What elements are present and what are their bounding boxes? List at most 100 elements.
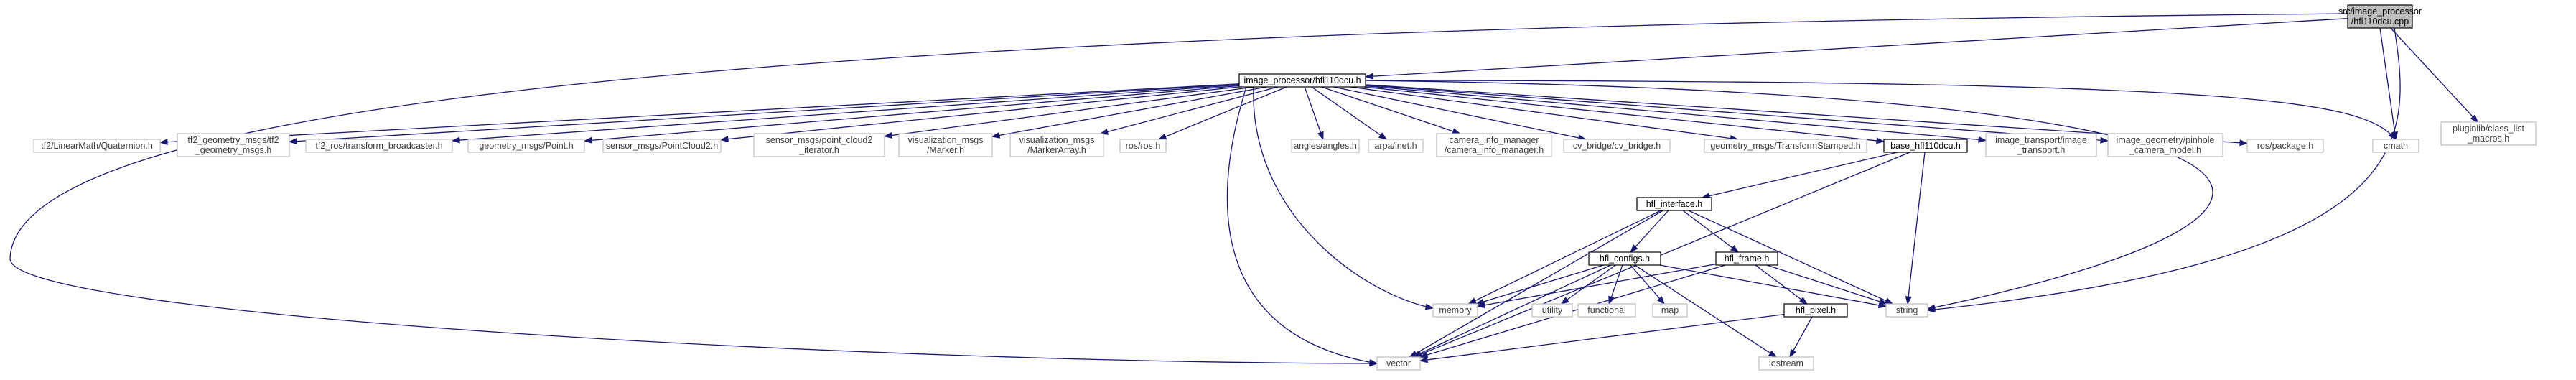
node-header[interactable]: image_processor/hfl110dcu.h — [1238, 73, 1366, 88]
node-cam_info: camera_info_manager/camera_info_manager.… — [1436, 133, 1552, 157]
node-hfl_pixel[interactable]: hfl_pixel.h — [1783, 303, 1848, 318]
edge-line — [991, 86, 1267, 137]
node-box — [2372, 139, 2419, 153]
edge-line — [1412, 264, 1611, 358]
edge-arrowhead — [1768, 350, 1778, 358]
edge-line — [452, 84, 1240, 142]
edge-hfl_configs-to-string — [1660, 264, 1887, 309]
edge-line — [1476, 264, 1604, 305]
node-label: cv_bridge/cv_bridge.h — [1573, 141, 1661, 151]
node-box — [1883, 139, 1968, 153]
edge-arrowhead — [883, 131, 893, 139]
node-ros: ros/ros.h — [1119, 139, 1167, 153]
node-box — [1704, 139, 1867, 153]
node-box — [1119, 139, 1167, 153]
node-box — [33, 139, 161, 153]
edge-root-to-header — [1364, 18, 2348, 80]
edge-line — [1630, 210, 1669, 253]
edge-header-to-quaternion — [159, 83, 1240, 146]
edge-header-to-img_transport — [1365, 85, 1987, 143]
node-box — [753, 133, 885, 157]
node-box — [1238, 73, 1366, 88]
edge-arrowhead — [288, 138, 297, 145]
node-label: tf2/LinearMath/Quaternion.h — [41, 141, 153, 151]
edge-header-to-string — [1365, 80, 2213, 311]
edge-arrowhead — [451, 136, 460, 144]
node-vector: vector — [1376, 356, 1421, 371]
node-box — [1291, 139, 1360, 153]
edge-hfl_configs-to-map — [1630, 264, 1666, 305]
edge-arrowhead — [1730, 245, 1740, 253]
node-label: src/image_processor — [2338, 6, 2422, 17]
edge-line — [1333, 86, 1586, 140]
node-box — [2440, 121, 2537, 146]
edge-header-to-base — [1363, 86, 1885, 144]
edge-arrowhead — [1798, 297, 1809, 305]
node-label: /hfl110dcu.cpp — [2351, 17, 2409, 27]
edge-line — [1702, 152, 1898, 198]
edge-arrowhead — [1560, 297, 1569, 305]
node-box — [1531, 303, 1573, 318]
node-box — [1758, 356, 1814, 371]
edge-hfl_frame-to-memory — [1476, 263, 1717, 309]
node-label: _iterator.h — [798, 145, 839, 155]
edge-arrowhead — [1467, 297, 1477, 305]
node-box — [898, 133, 993, 157]
edge-arrowhead — [1476, 302, 1486, 309]
edge-arrowhead — [583, 136, 592, 144]
node-label: tf2_ros/transform_broadcaster.h — [315, 141, 442, 151]
edge-arrowhead — [2239, 139, 2249, 147]
node-map: map — [1652, 303, 1688, 318]
node-box — [602, 139, 722, 153]
edge-line — [1688, 210, 1893, 305]
node-box — [1376, 356, 1421, 371]
edge-header-to-tf_broadcaster — [451, 84, 1240, 144]
node-box — [1436, 133, 1552, 157]
edge-arrowhead — [1419, 351, 1429, 358]
edge-line — [1419, 313, 1785, 361]
node-label: hfl_configs.h — [1600, 254, 1650, 264]
edge-hfl_configs-to-memory — [1475, 264, 1604, 305]
edge-line — [2390, 27, 2478, 123]
edge-line — [1253, 86, 1434, 309]
node-pc2_iter: sensor_msgs/point_cloud2_iterator.h — [753, 133, 885, 157]
edge-hfl_interface-to-hfl_configs — [1630, 210, 1669, 254]
node-hfl_configs[interactable]: hfl_configs.h — [1588, 251, 1661, 266]
edge-line — [1634, 264, 1777, 358]
node-label: /MarkerArray.h — [1027, 145, 1086, 155]
edge-hfl_frame-to-hfl_pixel — [1755, 264, 1809, 305]
node-label: hfl_interface.h — [1646, 199, 1703, 209]
node-class_list: pluginlib/class_list_macros.h — [2440, 121, 2537, 146]
edge-header-to-memory — [1253, 86, 1434, 310]
node-base[interactable]: base_hfl110dcu.h — [1883, 139, 1968, 153]
node-label: iostream — [1769, 358, 1803, 369]
edge-line — [1365, 85, 1987, 141]
node-hfl_interface[interactable]: hfl_interface.h — [1636, 197, 1712, 211]
node-utility: utility — [1531, 303, 1573, 318]
edge-line — [289, 83, 1240, 142]
edge-line — [1321, 86, 1460, 134]
node-label: angles/angles.h — [1294, 141, 1357, 151]
node-box — [1885, 303, 1928, 318]
node-box — [2347, 4, 2413, 29]
edge-hfl_configs-to-iostream — [1634, 264, 1778, 358]
edge-header-to-cmath — [1365, 80, 2397, 141]
edge-arrowhead — [719, 136, 729, 143]
edge-arrowhead — [1419, 356, 1428, 363]
node-box — [1636, 197, 1712, 211]
node-hfl_frame[interactable]: hfl_frame.h — [1715, 251, 1778, 266]
edge-header-to-pc2_iter — [883, 86, 1254, 139]
node-marker: visualization_msgs/Marker.h — [898, 133, 993, 157]
edge-arrowhead — [1099, 128, 1109, 135]
edge-line — [1561, 264, 1616, 305]
edge-root-to-class_list — [2390, 27, 2479, 124]
node-pointcloud2: sensor_msgs/PointCloud2.h — [602, 139, 722, 153]
edge-root-to-string — [1926, 27, 2401, 313]
edge-line — [884, 86, 1254, 137]
edge-base-to-vector — [1413, 152, 1910, 358]
node-root[interactable]: src/image_processor/hfl110dcu.cpp — [2338, 4, 2422, 29]
edge-arrowhead — [1157, 133, 1167, 140]
edge-line — [1365, 80, 2213, 310]
edge-arrowhead — [1452, 128, 1461, 134]
